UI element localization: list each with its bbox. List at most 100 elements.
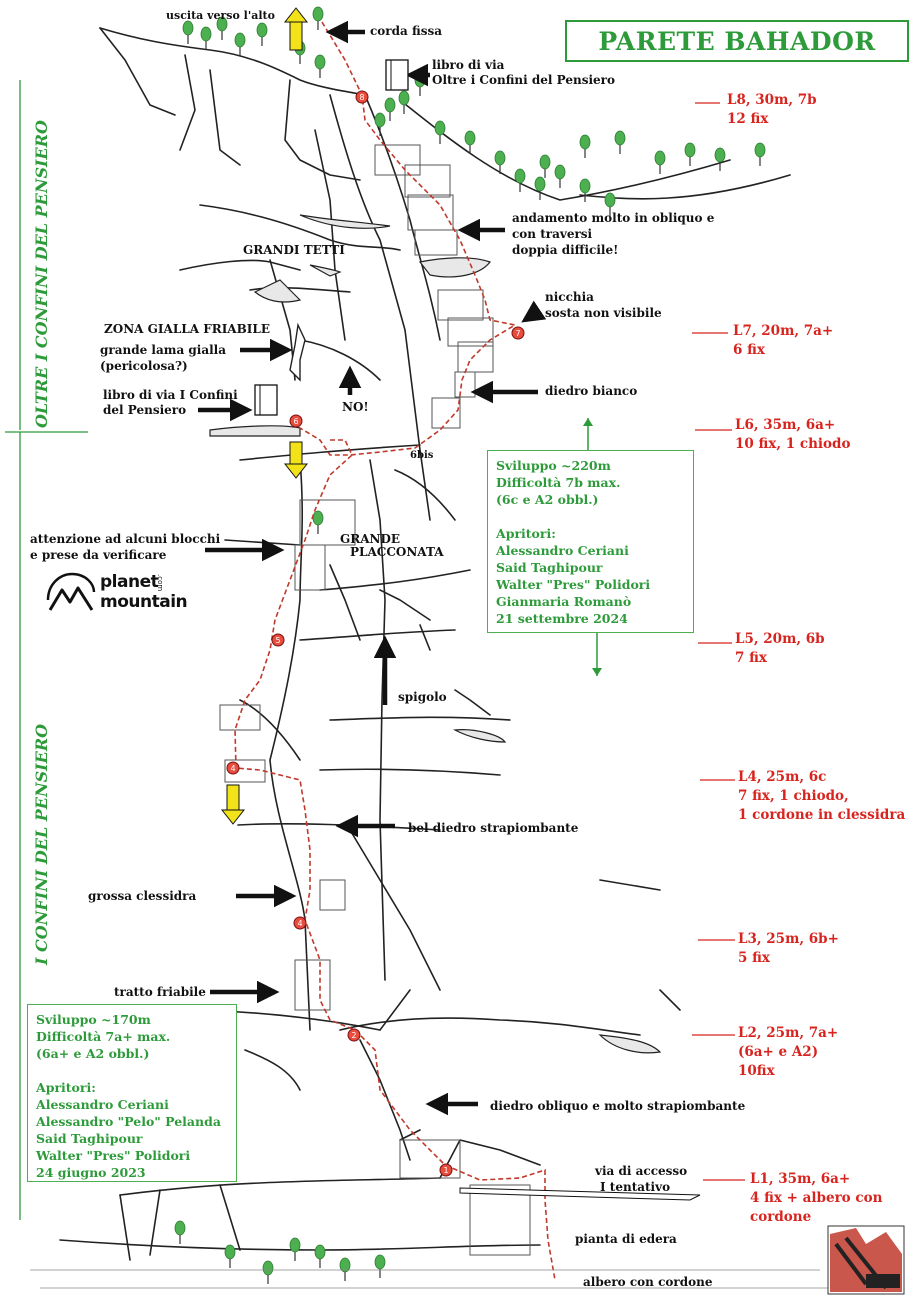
tree-icon <box>374 112 386 136</box>
info-upper-line: Apritori: <box>496 526 556 541</box>
friable-zone <box>289 322 306 382</box>
yellow-arrow-icon <box>220 784 246 825</box>
belay-stations: 1 2 4 4 5 6 7 8 <box>226 90 525 1177</box>
tree-icon <box>534 176 546 200</box>
info-upper-line: (6c e A2 obbl.) <box>496 492 599 507</box>
belay-station-marker: 7 <box>511 326 525 340</box>
tree-icon <box>754 142 766 166</box>
label-tratto-friabile: tratto friabile <box>114 985 206 999</box>
trees <box>174 6 766 1284</box>
belay-station-marker: 2 <box>347 1028 361 1042</box>
ground <box>30 1269 830 1289</box>
route-line <box>234 21 556 1281</box>
pitch-l1-line: L1, 35m, 6a+ <box>750 1171 851 1187</box>
pitch-l1-line: 4 fix + albero con <box>750 1190 883 1206</box>
info-lower-line: Sviluppo ~170m <box>36 1012 151 1027</box>
tree-icon <box>464 130 476 154</box>
belay-station-number: 4 <box>297 919 302 928</box>
label-grandi-tetti: GRANDI TETTI <box>243 243 345 257</box>
belay-station-marker: 1 <box>439 1163 453 1177</box>
label-accesso-2: I tentativo <box>600 1180 671 1194</box>
belay-station-number: 4 <box>230 764 235 773</box>
tree-icon <box>714 147 726 171</box>
pitch-l8: L8, 30m, 7b 12 fix <box>727 91 817 129</box>
tree-icon <box>604 192 616 216</box>
label-placconata: PLACCONATA <box>350 545 444 559</box>
belay-station-marker: 6 <box>289 414 303 428</box>
info-upper-line <box>496 508 685 525</box>
info-upper-line: Gianmaria Romanò <box>496 594 632 609</box>
belay-station-marker: 4 <box>293 916 307 930</box>
pitch-l6-line: L6, 35m, 6a+ <box>735 417 836 433</box>
tree-icon <box>262 1260 274 1284</box>
tree-icon <box>312 6 324 30</box>
tree-icon <box>182 20 194 44</box>
pitch-l6-line: 10 fix, 1 chiodo <box>735 436 851 452</box>
planetmountain-logo: planet mountain .com <box>44 570 188 616</box>
belay-station-number: 6 <box>293 417 298 426</box>
label-nicchia-2: sosta non visibile <box>545 306 662 320</box>
belay-station-number: 2 <box>351 1031 356 1040</box>
label-zona-gialla: ZONA GIALLA FRIABILE <box>104 322 270 336</box>
label-lama-1: grande lama gialla <box>100 343 227 357</box>
label-libro-mid-2: del Pensiero <box>103 403 187 417</box>
pitch-l2-line: 10fix <box>738 1063 775 1079</box>
arrow-icon <box>521 300 547 323</box>
label-obliquo-2: con traversi <box>512 227 593 241</box>
yellow-arrow-icon <box>283 7 309 51</box>
pitch-l8-line: L8, 30m, 7b <box>727 92 817 108</box>
book-icon <box>254 384 278 416</box>
pitch-l1: L1, 35m, 6a+ 4 fix + albero con cordone <box>750 1170 882 1227</box>
label-uscita: uscita verso l'alto <box>166 9 275 22</box>
tree-icon <box>654 150 666 174</box>
belay-station-marker: 4 <box>226 761 240 775</box>
tree-icon <box>539 154 551 178</box>
label-libro-top-1: libro di via <box>432 58 505 72</box>
book-icon <box>385 59 409 91</box>
label-corda-fissa: corda fissa <box>370 24 442 38</box>
tree-icon <box>339 1257 351 1281</box>
label-libro-mid-1: libro di via I Confini <box>103 388 238 402</box>
tree-icon <box>216 16 228 40</box>
side-label-lower: I CONFINI DEL PENSIERO <box>32 723 51 965</box>
info-lower-line: Apritori: <box>36 1080 96 1095</box>
pitch-l2-line: L2, 25m, 7a+ <box>738 1025 839 1041</box>
tree-icon <box>684 142 696 166</box>
belay-station-number: 5 <box>275 636 280 645</box>
pitch-l7-line: L7, 20m, 7a+ <box>733 323 834 339</box>
label-no: NO! <box>342 400 369 414</box>
roof-overhangs <box>209 214 662 1054</box>
info-upper-line: Said Taghipour <box>496 560 603 575</box>
belay-station-number: 8 <box>359 93 364 102</box>
logo-text-planet: planet <box>100 572 159 592</box>
label-attenzione-1: attenzione ad alcuni blocchi <box>30 532 221 546</box>
pointer-arrows <box>198 7 745 1201</box>
belay-station-number: 7 <box>515 329 520 338</box>
info-lower-line: Alessandro Ceriani <box>36 1097 169 1112</box>
label-nicchia-1: nicchia <box>545 290 594 304</box>
tree-icon <box>224 1244 236 1268</box>
info-upper-line: 21 settembre 2024 <box>496 611 628 626</box>
info-upper-line: Alessandro Ceriani <box>496 543 629 558</box>
logo-text-mountain: mountain <box>100 592 188 612</box>
info-lower-line: Walter "Pres" Polidori <box>36 1148 191 1163</box>
label-grande: GRANDE <box>340 532 401 546</box>
info-box-lower: Sviluppo ~170m Difficoltà 7a+ max. (6a+ … <box>27 1004 237 1182</box>
rock-contours <box>59 27 791 1261</box>
mountain-logo-icon <box>46 572 96 611</box>
label-libro-top-2: Oltre i Confini del Pensiero <box>432 73 615 87</box>
tree-icon <box>200 26 212 50</box>
label-obliquo-1: andamento molto in obliquo e <box>512 211 715 225</box>
tree-icon <box>398 90 410 114</box>
pitch-l4-line: L4, 25m, 6c <box>738 769 827 785</box>
tree-icon <box>174 1220 186 1244</box>
pitch-l5-line: 7 fix <box>735 650 767 666</box>
pitch-l5-line: L5, 20m, 6b <box>735 631 825 647</box>
label-albero: albero con cordone <box>583 1275 713 1289</box>
tree-icon <box>434 120 446 144</box>
tree-icon <box>384 97 396 121</box>
tree-icon <box>554 164 566 188</box>
side-label-upper: OLTRE I CONFINI DEL PENSIERO <box>32 120 51 428</box>
info-lower-line <box>36 1062 228 1079</box>
label-lama-2: (pericolosa?) <box>100 359 188 373</box>
